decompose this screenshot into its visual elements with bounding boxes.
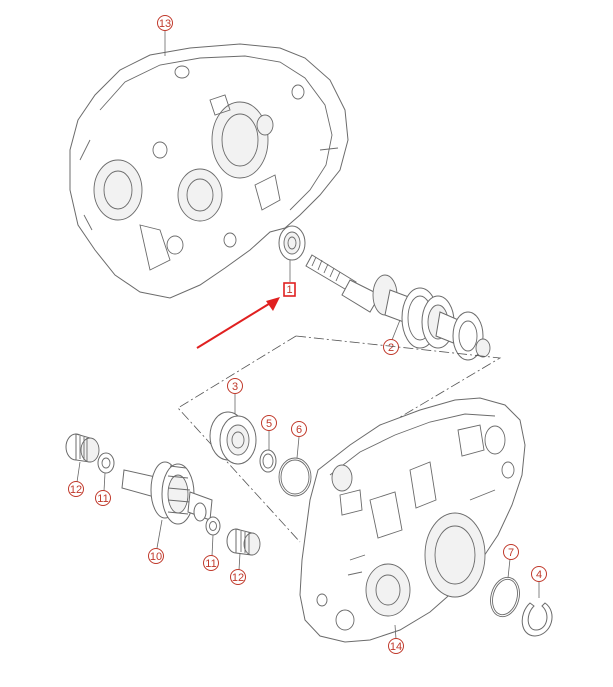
callout-12a-label: 12 xyxy=(70,484,82,496)
clutch-housing[interactable] xyxy=(69,43,349,299)
callout-7-label: 7 xyxy=(508,547,514,559)
highlight-box xyxy=(283,282,296,297)
callout-11a[interactable]: 11 xyxy=(95,490,111,506)
callout-6-label: 6 xyxy=(296,424,302,436)
needle-bearing-part-12b[interactable] xyxy=(226,528,261,556)
leader-2 xyxy=(391,319,401,341)
callout-14[interactable]: 14 xyxy=(388,638,404,654)
washer-part-11a[interactable] xyxy=(97,452,115,474)
callout-10-label: 10 xyxy=(150,551,162,563)
callout-7[interactable]: 7 xyxy=(503,544,519,560)
callout-2[interactable]: 2 xyxy=(383,339,399,355)
callout-4-label: 4 xyxy=(536,569,542,581)
leader-12a xyxy=(76,461,81,483)
callout-3-label: 3 xyxy=(232,381,238,393)
callout-1[interactable]: 1 xyxy=(283,282,296,297)
callout-13[interactable]: 13 xyxy=(157,15,173,31)
assembly-frame-left xyxy=(177,335,301,543)
callout-5-label: 5 xyxy=(266,418,272,430)
leader-6 xyxy=(296,436,300,459)
leader-7 xyxy=(507,558,511,579)
o-ring-part-7[interactable] xyxy=(486,574,523,620)
leader-11a xyxy=(103,472,106,492)
gearbox-housing-part-14[interactable] xyxy=(299,397,526,643)
callout-14-label: 14 xyxy=(390,641,402,653)
callout-12b-label: 12 xyxy=(232,572,244,584)
callout-11b-label: 11 xyxy=(205,558,216,570)
callout-2-label: 2 xyxy=(388,342,394,354)
leader-14 xyxy=(394,624,397,640)
callout-13-label: 13 xyxy=(159,18,171,30)
output-gear-part-10[interactable] xyxy=(121,461,213,525)
needle-bearing-part-12a[interactable] xyxy=(65,433,100,463)
callout-5[interactable]: 5 xyxy=(261,415,277,431)
callout-10[interactable]: 10 xyxy=(148,548,164,564)
assembly-frame-top xyxy=(295,335,502,433)
leader-11b xyxy=(211,534,214,557)
callout-12b[interactable]: 12 xyxy=(230,569,246,585)
red-arrow-icon xyxy=(196,297,280,349)
callout-11a-label: 11 xyxy=(97,493,108,505)
callout-4[interactable]: 4 xyxy=(531,566,547,582)
callout-1-label: 1 xyxy=(286,284,292,296)
circlip-part-5[interactable] xyxy=(259,449,277,473)
bearing-part-3[interactable] xyxy=(209,411,257,465)
callout-11b[interactable]: 11 xyxy=(203,555,219,571)
circlip-part-4[interactable] xyxy=(521,602,553,637)
leader-10 xyxy=(156,519,163,549)
leader-12b xyxy=(238,552,241,571)
bearing-part-1[interactable] xyxy=(278,225,306,261)
o-ring-part-6[interactable] xyxy=(278,457,312,497)
callout-6[interactable]: 6 xyxy=(291,421,307,437)
callout-3[interactable]: 3 xyxy=(227,378,243,394)
callout-12a[interactable]: 12 xyxy=(68,481,84,497)
input-shaft-part-2[interactable] xyxy=(305,254,491,361)
washer-part-11b[interactable] xyxy=(205,516,221,536)
